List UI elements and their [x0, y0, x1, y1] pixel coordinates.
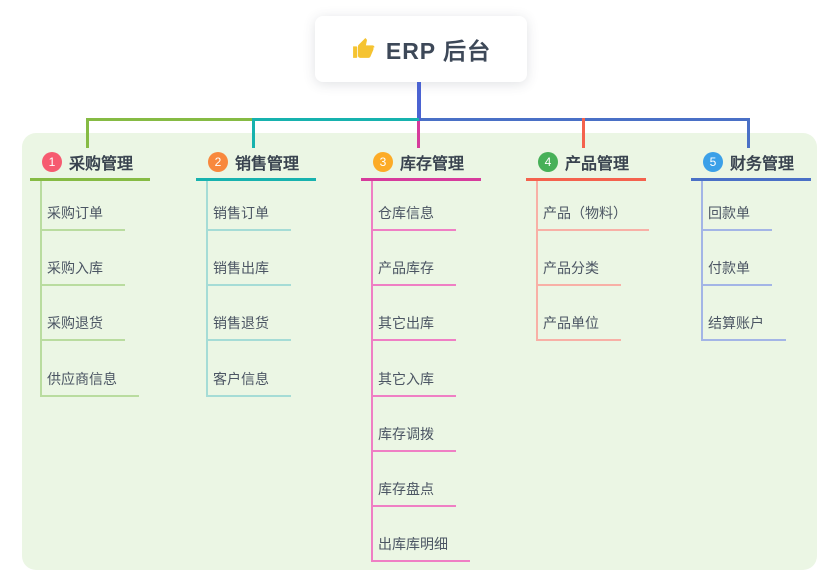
branch-underline	[196, 178, 316, 181]
branch-underline	[30, 178, 150, 181]
bus-segment-green	[86, 118, 255, 121]
branch-underline	[361, 178, 481, 181]
branch-number-badge: 2	[208, 152, 228, 172]
thumbs-up-icon	[351, 37, 376, 62]
child-item[interactable]: 销售退货	[206, 313, 291, 342]
child-item[interactable]: 产品分类	[536, 258, 621, 287]
child-item[interactable]: 采购订单	[40, 203, 125, 231]
branch-label: 销售管理	[235, 156, 300, 173]
branch-label: 产品管理	[565, 156, 630, 173]
child-item[interactable]: 库存盘点	[371, 479, 456, 507]
child-item[interactable]: 销售订单	[206, 203, 291, 231]
branch-3: 3 库存管理仓库信息产品库存其它出库其它入库库存调拨库存盘点出库库明细	[361, 148, 501, 578]
root-node-erp[interactable]: ERP 后台	[315, 16, 527, 82]
branch-header-3[interactable]: 3 库存管理	[361, 148, 464, 176]
branch-spine-line	[206, 181, 208, 397]
bus-segment-teal	[252, 118, 419, 121]
branch-label: 采购管理	[69, 156, 134, 173]
branch-label: 财务管理	[730, 156, 795, 173]
branch-1: 1 采购管理采购订单采购入库采购退货供应商信息	[30, 148, 170, 578]
child-item[interactable]: 采购入库	[40, 258, 125, 287]
branch-header-2[interactable]: 2 销售管理	[196, 148, 299, 176]
child-item[interactable]: 付款单	[701, 258, 772, 287]
child-item[interactable]: 回款单	[701, 203, 772, 231]
branch-header-4[interactable]: 4 产品管理	[526, 148, 629, 176]
branch-drop-4	[582, 118, 585, 148]
branch-spine-line	[536, 181, 538, 342]
branch-number-badge: 1	[42, 152, 62, 172]
child-item[interactable]: 仓库信息	[371, 203, 456, 231]
branch-number-badge: 5	[703, 152, 723, 172]
child-item[interactable]: 产品单位	[536, 313, 621, 342]
bus-segment-blue	[421, 118, 750, 121]
branch-label: 库存管理	[400, 156, 465, 173]
root-connector-line	[417, 82, 421, 121]
branch-header-1[interactable]: 1 采购管理	[30, 148, 133, 176]
branch-spine-line	[701, 181, 703, 342]
branch-number-badge: 4	[538, 152, 558, 172]
branches-background-panel	[22, 133, 817, 570]
branch-4: 4 产品管理产品（物料） 产品分类产品单位	[526, 148, 666, 578]
branch-2: 2 销售管理销售订单销售出库销售退货客户信息	[196, 148, 336, 578]
branch-header-5[interactable]: 5 财务管理	[691, 148, 794, 176]
child-item[interactable]: 采购退货	[40, 313, 125, 342]
branch-drop-1	[86, 118, 89, 148]
child-item[interactable]: 销售出库	[206, 258, 291, 287]
child-item[interactable]: 结算账户	[701, 313, 786, 342]
branch-underline	[691, 178, 811, 181]
root-node-label: ERP 后台	[385, 38, 492, 64]
branch-drop-3	[417, 121, 420, 148]
child-item[interactable]: 产品库存	[371, 258, 456, 287]
branch-number-badge: 3	[373, 152, 393, 172]
child-item[interactable]: 客户信息	[206, 369, 291, 397]
child-item[interactable]: 库存调拨	[371, 424, 456, 452]
child-item[interactable]: 出库库明细	[371, 534, 470, 563]
branch-5: 5 财务管理回款单付款单结算账户	[691, 148, 831, 578]
child-item[interactable]: 其它入库	[371, 369, 456, 397]
branch-spine-line	[371, 181, 373, 563]
child-item[interactable]: 其它出库	[371, 313, 456, 342]
child-item[interactable]: 供应商信息	[40, 369, 139, 397]
child-item[interactable]: 产品（物料）	[536, 203, 649, 231]
branch-spine-line	[40, 181, 42, 397]
branch-drop-2	[252, 118, 255, 148]
branch-underline	[526, 178, 646, 181]
branch-drop-5	[747, 118, 750, 148]
